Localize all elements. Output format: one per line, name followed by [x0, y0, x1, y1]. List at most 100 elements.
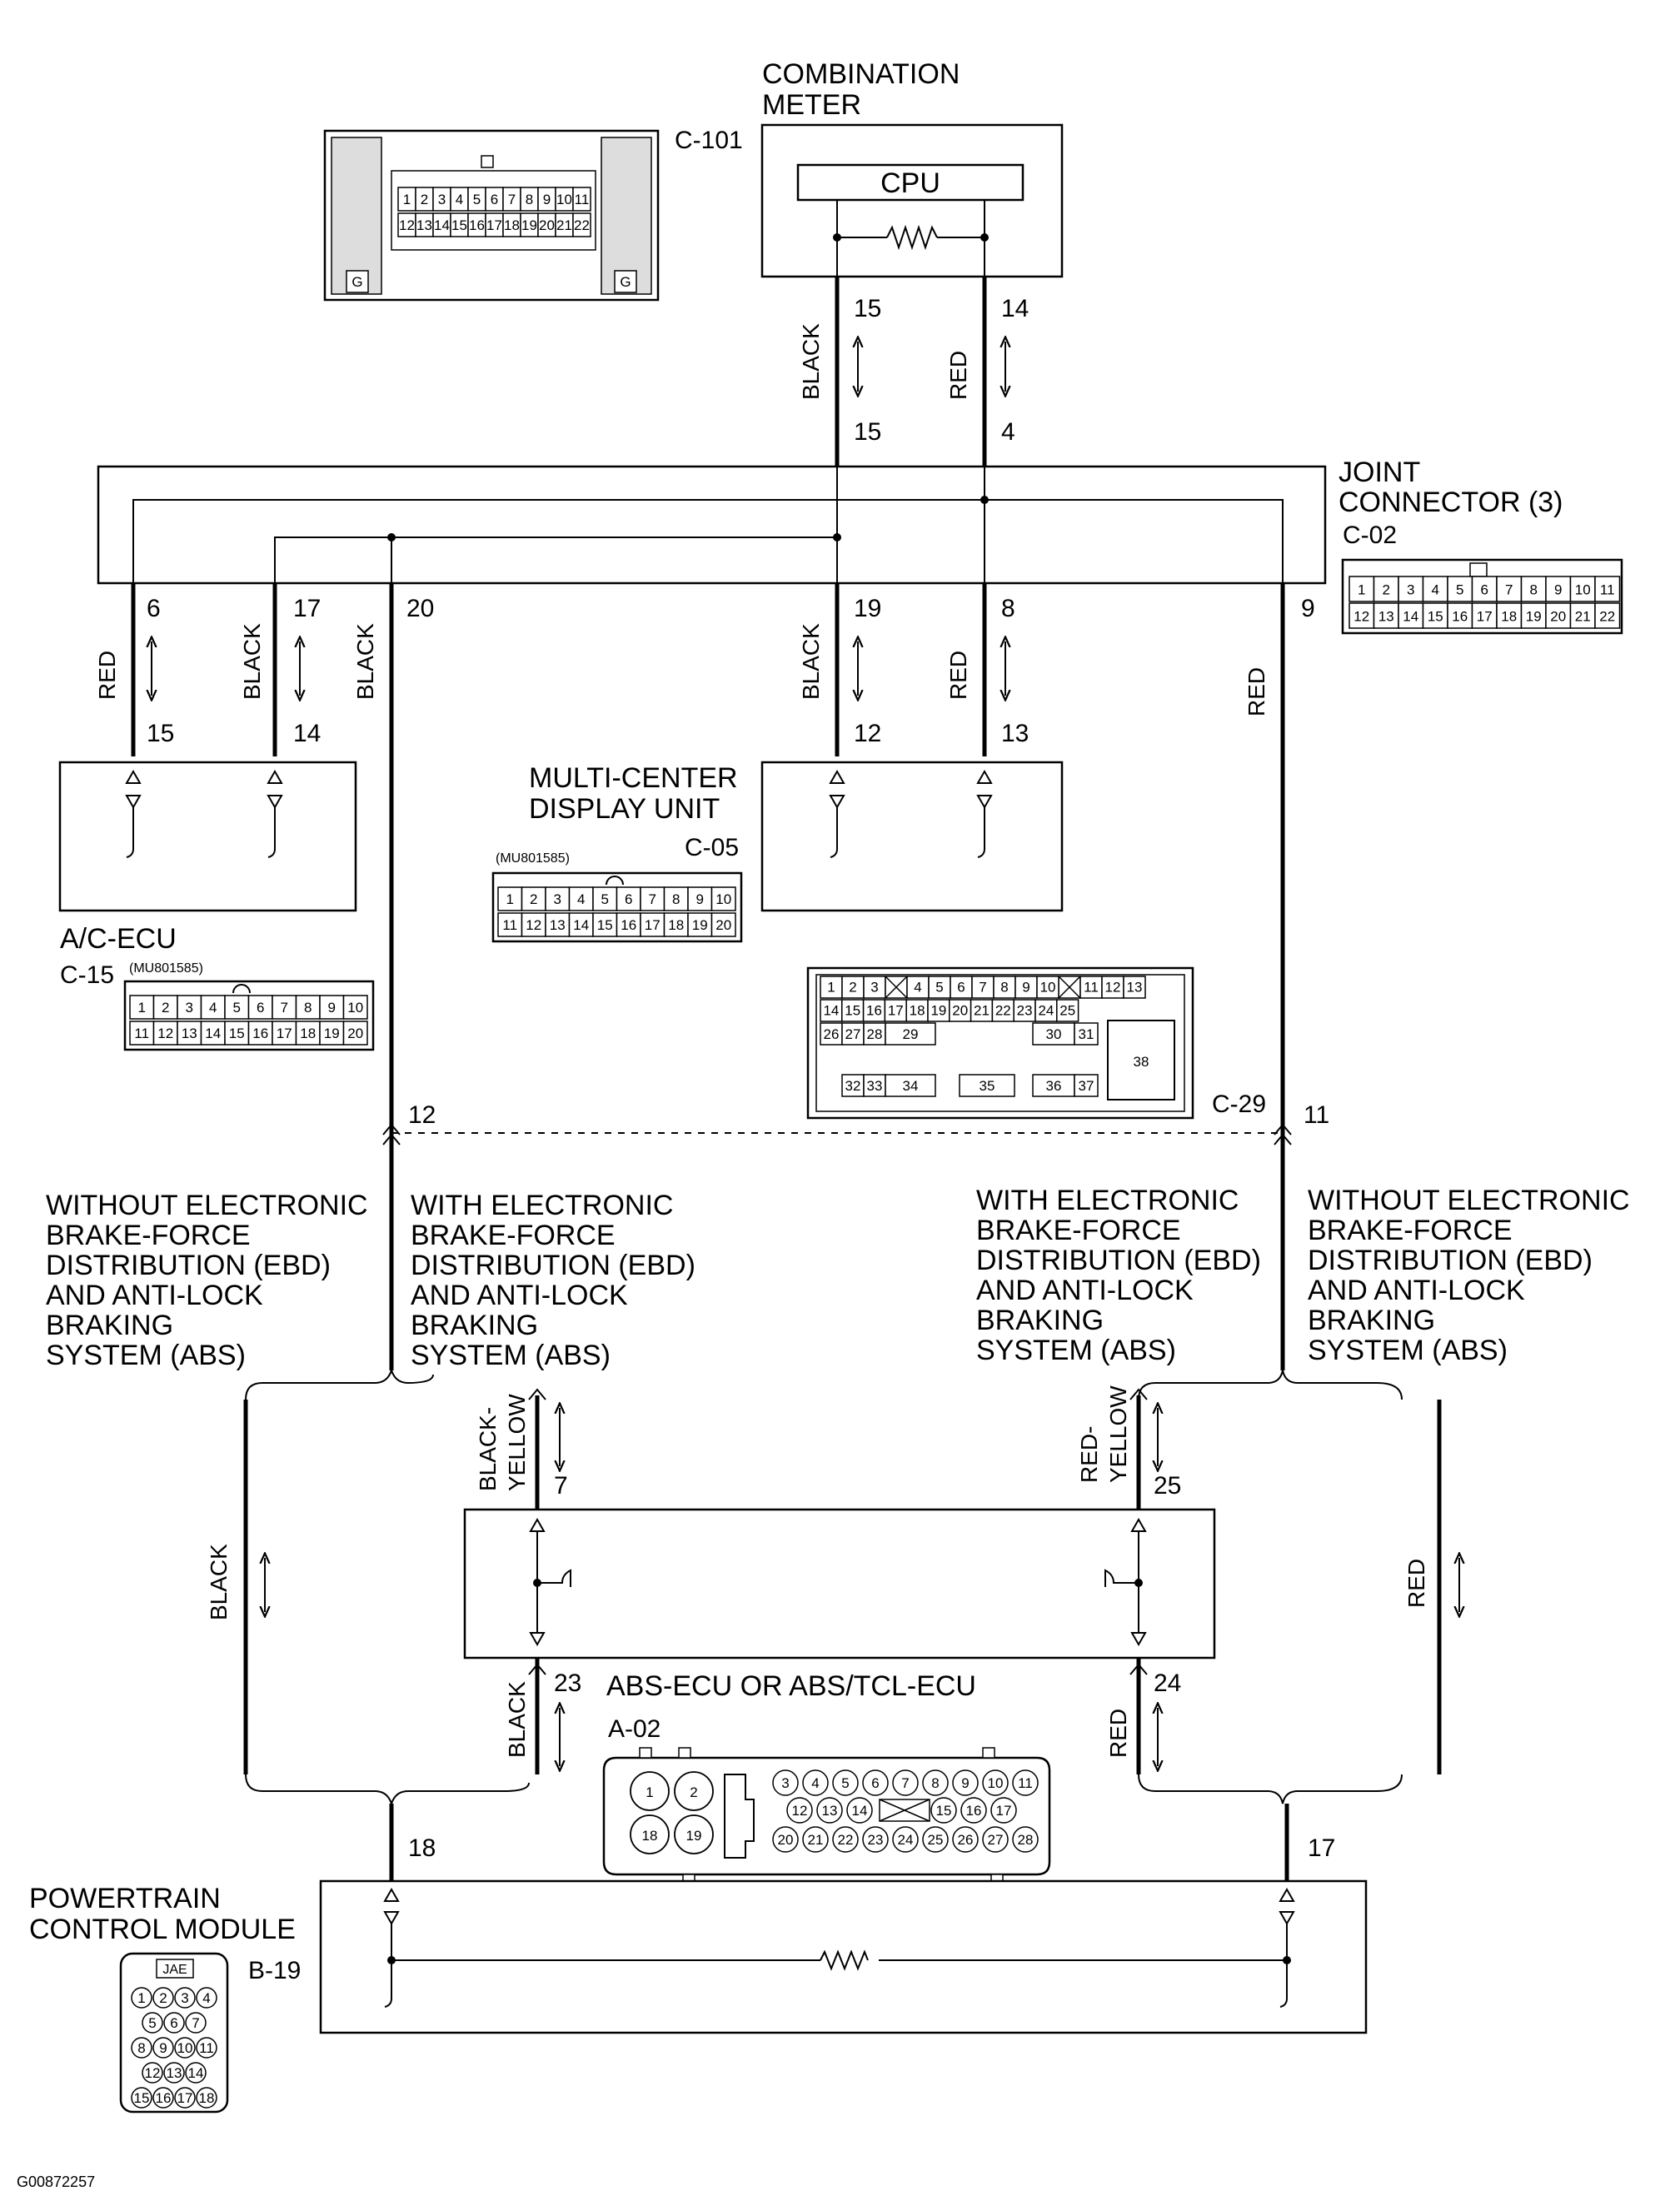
- pin-cell-label: 8: [931, 1775, 939, 1791]
- pin-cell-label: 7: [192, 2015, 199, 2031]
- wire-label-black: BLACK: [798, 323, 824, 400]
- ac-terminal-15: [125, 769, 142, 858]
- pin-cell: [196, 1987, 217, 2009]
- pin-cell-label: 17: [888, 1003, 904, 1019]
- pin-cell-label: 1: [138, 1000, 146, 1016]
- pin-cell-label: 15: [134, 2090, 150, 2106]
- mcd-part-no: (MU801585): [496, 851, 570, 866]
- pin-cell-label: 8: [1000, 980, 1008, 996]
- pin-cell-label: 5: [148, 2015, 156, 2031]
- terminal-icon: [1104, 1517, 1147, 1647]
- pin-ac-15: 15: [147, 720, 174, 747]
- pin-cell-label: 29: [903, 1026, 919, 1042]
- pin-cell: [129, 1021, 155, 1046]
- abs-ecu-box: [463, 1508, 1216, 1659]
- pin-cell-label: 6: [491, 192, 498, 207]
- meter-name-2: METER: [762, 89, 861, 121]
- pin-cell: [772, 1769, 799, 1796]
- pin-cell: [247, 995, 273, 1020]
- pin-cell-label: 19: [521, 217, 537, 233]
- pin-cell-label: 11: [1600, 582, 1615, 598]
- ac-terminal-14: [267, 769, 283, 858]
- ground-label: G: [620, 274, 631, 290]
- pin-cell: [152, 2037, 174, 2059]
- pin-cell-label: 9: [543, 192, 551, 207]
- pin-cell-label: 14: [188, 2065, 204, 2081]
- hatch: [601, 137, 652, 295]
- pin-cell-label: 2: [849, 980, 856, 996]
- pin-cell-label: 19: [930, 1003, 946, 1019]
- pin-cell-label: 20: [539, 217, 555, 233]
- connector-chevron-icon: [1274, 1123, 1292, 1145]
- pin-cell: [592, 886, 618, 911]
- pin-cell: [131, 2037, 152, 2059]
- pin-cell: [1594, 602, 1621, 629]
- pin-cell-label: 1: [827, 980, 835, 996]
- pin-cell: [131, 1987, 152, 2009]
- pin-cell: [1036, 976, 1059, 999]
- variant-line: BRAKE-FORCE: [1308, 1215, 1513, 1246]
- pcm-box: [319, 1879, 1368, 2034]
- pin-cell: [1014, 976, 1038, 999]
- terminal-icon: [383, 1887, 400, 2008]
- pin-cell-label: 25: [928, 1832, 944, 1848]
- pin-jc-9: 9: [1301, 595, 1315, 622]
- pin-cell-label: 15: [845, 1003, 860, 1019]
- combination-meter: COMBINATION METER C-101 CPU: [675, 58, 1064, 278]
- pin-cell-label: 37: [1079, 1078, 1094, 1094]
- variant-line: DISTRIBUTION (EBD): [976, 1245, 1261, 1276]
- ground-label: G: [351, 274, 362, 290]
- variant-line: BRAKING: [1308, 1305, 1435, 1336]
- pin-cell-label: 3: [870, 980, 878, 996]
- pin-cell-label: 3: [181, 1990, 188, 2006]
- pin-cell: [816, 1797, 843, 1824]
- pin-cell-label: 22: [838, 1832, 854, 1848]
- pin-cell: [295, 1021, 321, 1046]
- meter-name-1: COMBINATION: [762, 58, 960, 90]
- variant-line: DISTRIBUTION (EBD): [46, 1250, 331, 1281]
- pin-cell: [949, 999, 972, 1022]
- pin-pcm-17: 17: [1308, 1834, 1335, 1862]
- c29-code: C-29: [1212, 1091, 1266, 1118]
- pin-cell-label: 8: [526, 192, 533, 207]
- variant-line: BRAKE-FORCE: [976, 1215, 1181, 1246]
- pin-cell: [272, 1021, 297, 1046]
- pin-cell-label: 1: [1358, 582, 1365, 598]
- pin-cell-label: 26: [824, 1026, 840, 1042]
- pin-cell-label: 19: [692, 917, 708, 933]
- pin-cell: [272, 995, 297, 1020]
- pin-cell-label: 28: [1018, 1832, 1034, 1848]
- pin-cell-label: 14: [1403, 609, 1418, 625]
- pin-cell: [224, 1021, 250, 1046]
- variant-line: BRAKE-FORCE: [46, 1220, 251, 1251]
- pin-jc-15: 15: [854, 418, 881, 446]
- pin-cell-label: 9: [961, 1775, 969, 1791]
- wire-label-black: BLACK: [798, 623, 824, 700]
- tab: [678, 1747, 691, 1759]
- key: [481, 155, 494, 168]
- key: [232, 984, 251, 994]
- pin-cell: [710, 886, 736, 911]
- pin-cell-label: 16: [156, 2090, 172, 2106]
- pcm-name-2: CONTROL MODULE: [29, 1914, 296, 1945]
- pin-cell-label: 1: [403, 192, 411, 207]
- pin-cell: [1123, 976, 1146, 999]
- pin-cell: [772, 1826, 799, 1853]
- terminal-icon: [125, 769, 142, 858]
- pin-cell: [131, 2087, 152, 2109]
- pin-cell: [142, 2012, 163, 2034]
- pin-cell: [922, 1769, 949, 1796]
- variant-line: AND ANTI-LOCK: [1308, 1275, 1525, 1306]
- wire-label-black: BLACK: [206, 1544, 232, 1620]
- pin-cell-label: 18: [1501, 609, 1517, 625]
- pin-cell: [892, 1826, 919, 1853]
- pin-cell-label: 16: [621, 917, 636, 933]
- pin-cell-label: 5: [935, 980, 943, 996]
- jc-bus-top: [132, 499, 1284, 583]
- pin-cell-label: 20: [347, 1026, 363, 1041]
- pin-cell-label: 16: [966, 1803, 982, 1819]
- pin-cell-label: 2: [159, 1990, 167, 2006]
- pin-cell-label: 13: [167, 2065, 182, 2081]
- pin-cell-label: 12: [157, 1026, 173, 1041]
